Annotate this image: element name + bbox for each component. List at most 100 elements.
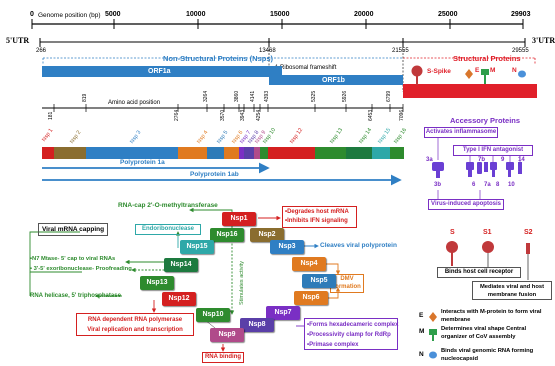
node-nsp14: Nsp14 bbox=[164, 258, 198, 272]
e-protein-icon bbox=[465, 69, 473, 79]
panel-e-desc: Interacts with M-protein to form viral m… bbox=[441, 309, 551, 324]
genome-axis-label: Genome position (bp) bbox=[38, 12, 101, 19]
fn-viral-mrna-capping: Viral mRNA capping bbox=[38, 223, 108, 236]
frameshift-label: -1 Ribosomal frameshift bbox=[273, 65, 337, 71]
m-desc-text: Determines viral shape Central organizer… bbox=[441, 326, 527, 340]
polyprotein-segments bbox=[42, 147, 404, 159]
node-nsp5: Nsp5 bbox=[302, 274, 336, 288]
aa-axis-label: Amino acid position bbox=[108, 100, 161, 106]
seg-nsp4 bbox=[178, 147, 207, 159]
pos-13468: 13468 bbox=[259, 48, 276, 54]
seg-nsp8 bbox=[244, 147, 254, 159]
fn-exoribonuclease: • 3'-5' exoribonuclease- Proofreading bbox=[30, 266, 132, 272]
viral-mrna-capping-text: Viral mRNA capping bbox=[41, 226, 105, 233]
membrane-fusion-text: Mediates viral and host membrane fusion bbox=[479, 284, 545, 298]
rna-binding-text: RNA binding bbox=[204, 354, 242, 360]
node-nsp6: Nsp6 bbox=[294, 291, 328, 305]
genome-tick-10000: 10000 bbox=[186, 11, 206, 18]
utr5-label: 5'UTR bbox=[6, 36, 30, 45]
acc-label-7b: 7b bbox=[478, 157, 486, 163]
e-desc-text: Interacts with M-protein to form viral m… bbox=[441, 309, 542, 323]
nsps-header: Non-Structural Proteins (Nsps) bbox=[163, 54, 274, 63]
utr3-label: 3'UTR bbox=[532, 36, 555, 45]
panel-s-label: S bbox=[450, 229, 455, 236]
m-protein-icon bbox=[481, 69, 489, 75]
n-protein-icon bbox=[518, 70, 526, 78]
accessory-title: Accessory Proteins bbox=[450, 116, 521, 125]
pos-266: 266 bbox=[36, 48, 47, 54]
genome-tick-15000: 15000 bbox=[270, 11, 290, 18]
hexadecameric-text: •Forms hexadecameric complex bbox=[307, 322, 399, 328]
pos-21555: 21555 bbox=[392, 48, 409, 54]
ifn-box: Type I IFN antagonist bbox=[453, 145, 533, 156]
seg-nsp14 bbox=[346, 147, 372, 159]
polyprotein-1ab-label: Polyprotein 1ab bbox=[190, 171, 239, 178]
replication-text: Viral replication and transcription bbox=[87, 327, 183, 333]
binds-receptor-box: Binds host cell receptor bbox=[437, 267, 521, 278]
panel-e-letter: E bbox=[419, 312, 424, 319]
seg-nsp12 bbox=[268, 147, 315, 159]
genome-tick-5000: 5000 bbox=[105, 11, 121, 18]
node-nsp4: Nsp4 bbox=[292, 257, 326, 271]
acc-label-8: 8 bbox=[496, 182, 500, 188]
degrades-mrna-text: •Degrades host mRNA bbox=[285, 209, 349, 215]
membrane-fusion-box: Mediates viral and host membrane fusion bbox=[472, 281, 552, 300]
seg-nsp7 bbox=[239, 147, 244, 159]
seg-nsp3 bbox=[86, 147, 178, 159]
genome-tick-29903: 29903 bbox=[511, 11, 531, 18]
acc-label-6: 6 bbox=[472, 182, 476, 188]
rdrp-text: RNA dependent RNA polymerase bbox=[87, 317, 183, 323]
panel-n-desc: Binds viral genomic RNA forming nucleoca… bbox=[441, 348, 553, 363]
node-nsp9: Nsp9 bbox=[210, 328, 244, 342]
orf1b-bar bbox=[269, 75, 403, 85]
e-label: E bbox=[475, 67, 480, 74]
orf1a-label: ORF1a bbox=[148, 68, 171, 75]
panel-n-letter: N bbox=[419, 351, 424, 358]
endoribonuclease-text: Endoribonuclease bbox=[141, 226, 194, 232]
node-nsp13: Nsp13 bbox=[140, 276, 174, 290]
ifn-text: Type I IFN antagonist bbox=[462, 147, 524, 153]
m-label: M bbox=[490, 67, 496, 74]
panel-s2-label: S2 bbox=[524, 229, 533, 236]
panel-m-desc: Determines viral shape Central organizer… bbox=[441, 326, 553, 341]
orf1b-label: ORF1b bbox=[322, 77, 345, 84]
seg-nsp2 bbox=[54, 147, 86, 159]
inflammasome-text: Activates inflammasome bbox=[425, 129, 497, 135]
node-nsp7: Nsp7 bbox=[266, 306, 300, 320]
node-nsp10: Nsp10 bbox=[196, 308, 230, 322]
acc-label-3b: 3b bbox=[434, 182, 442, 188]
fn-rna-cap-mt: RNA-cap 2'-O-methyltransferase bbox=[118, 202, 218, 209]
polyprotein-1a-label: Polyprotein 1a bbox=[120, 159, 165, 166]
n-label: N bbox=[512, 67, 517, 74]
spike-label: S-Spike bbox=[427, 68, 451, 75]
panel-m-letter: M bbox=[419, 328, 425, 335]
panel-n-icon bbox=[429, 351, 437, 359]
seg-nsp10 bbox=[260, 147, 268, 159]
binds-receptor-text: Binds host cell receptor bbox=[444, 269, 514, 275]
apoptosis-text: Virus-induced apoptosis bbox=[431, 201, 501, 207]
processivity-text: •Processivity clamp for RdRp bbox=[307, 332, 391, 338]
orf1a-bar bbox=[42, 66, 282, 77]
fn-rna-binding-box: RNA binding bbox=[202, 352, 244, 363]
apoptosis-box: Virus-induced apoptosis bbox=[428, 199, 504, 210]
seg-nsp9 bbox=[254, 147, 260, 159]
genome-tick-0: 0 bbox=[30, 11, 34, 18]
fn-cleaves: Cleaves viral polyprotein bbox=[320, 242, 397, 249]
primase-text: •Primase complex bbox=[307, 342, 359, 348]
inflammasome-box: Activates inflammasome bbox=[424, 127, 498, 138]
node-nsp2: Nsp2 bbox=[250, 228, 284, 242]
fn-endoribonuclease: Endoribonuclease bbox=[135, 224, 201, 235]
fn-n7-mtase: •N7 Mtase- 5' cap to viral RNAs bbox=[30, 256, 116, 262]
acc-label-3a: 3a bbox=[426, 157, 433, 163]
fn-rdrp-box: RNA dependent RNA polymerase Viral repli… bbox=[76, 313, 194, 336]
genome-tick-20000: 20000 bbox=[354, 11, 374, 18]
node-nsp15: Nsp15 bbox=[180, 240, 214, 254]
fn-degrades-box: •Degrades host mRNA •Inhibits IFN signal… bbox=[282, 206, 357, 228]
fn-stimulates-activity: Stimulates activity bbox=[239, 260, 245, 305]
dmv-text: DMV formation bbox=[333, 276, 361, 290]
